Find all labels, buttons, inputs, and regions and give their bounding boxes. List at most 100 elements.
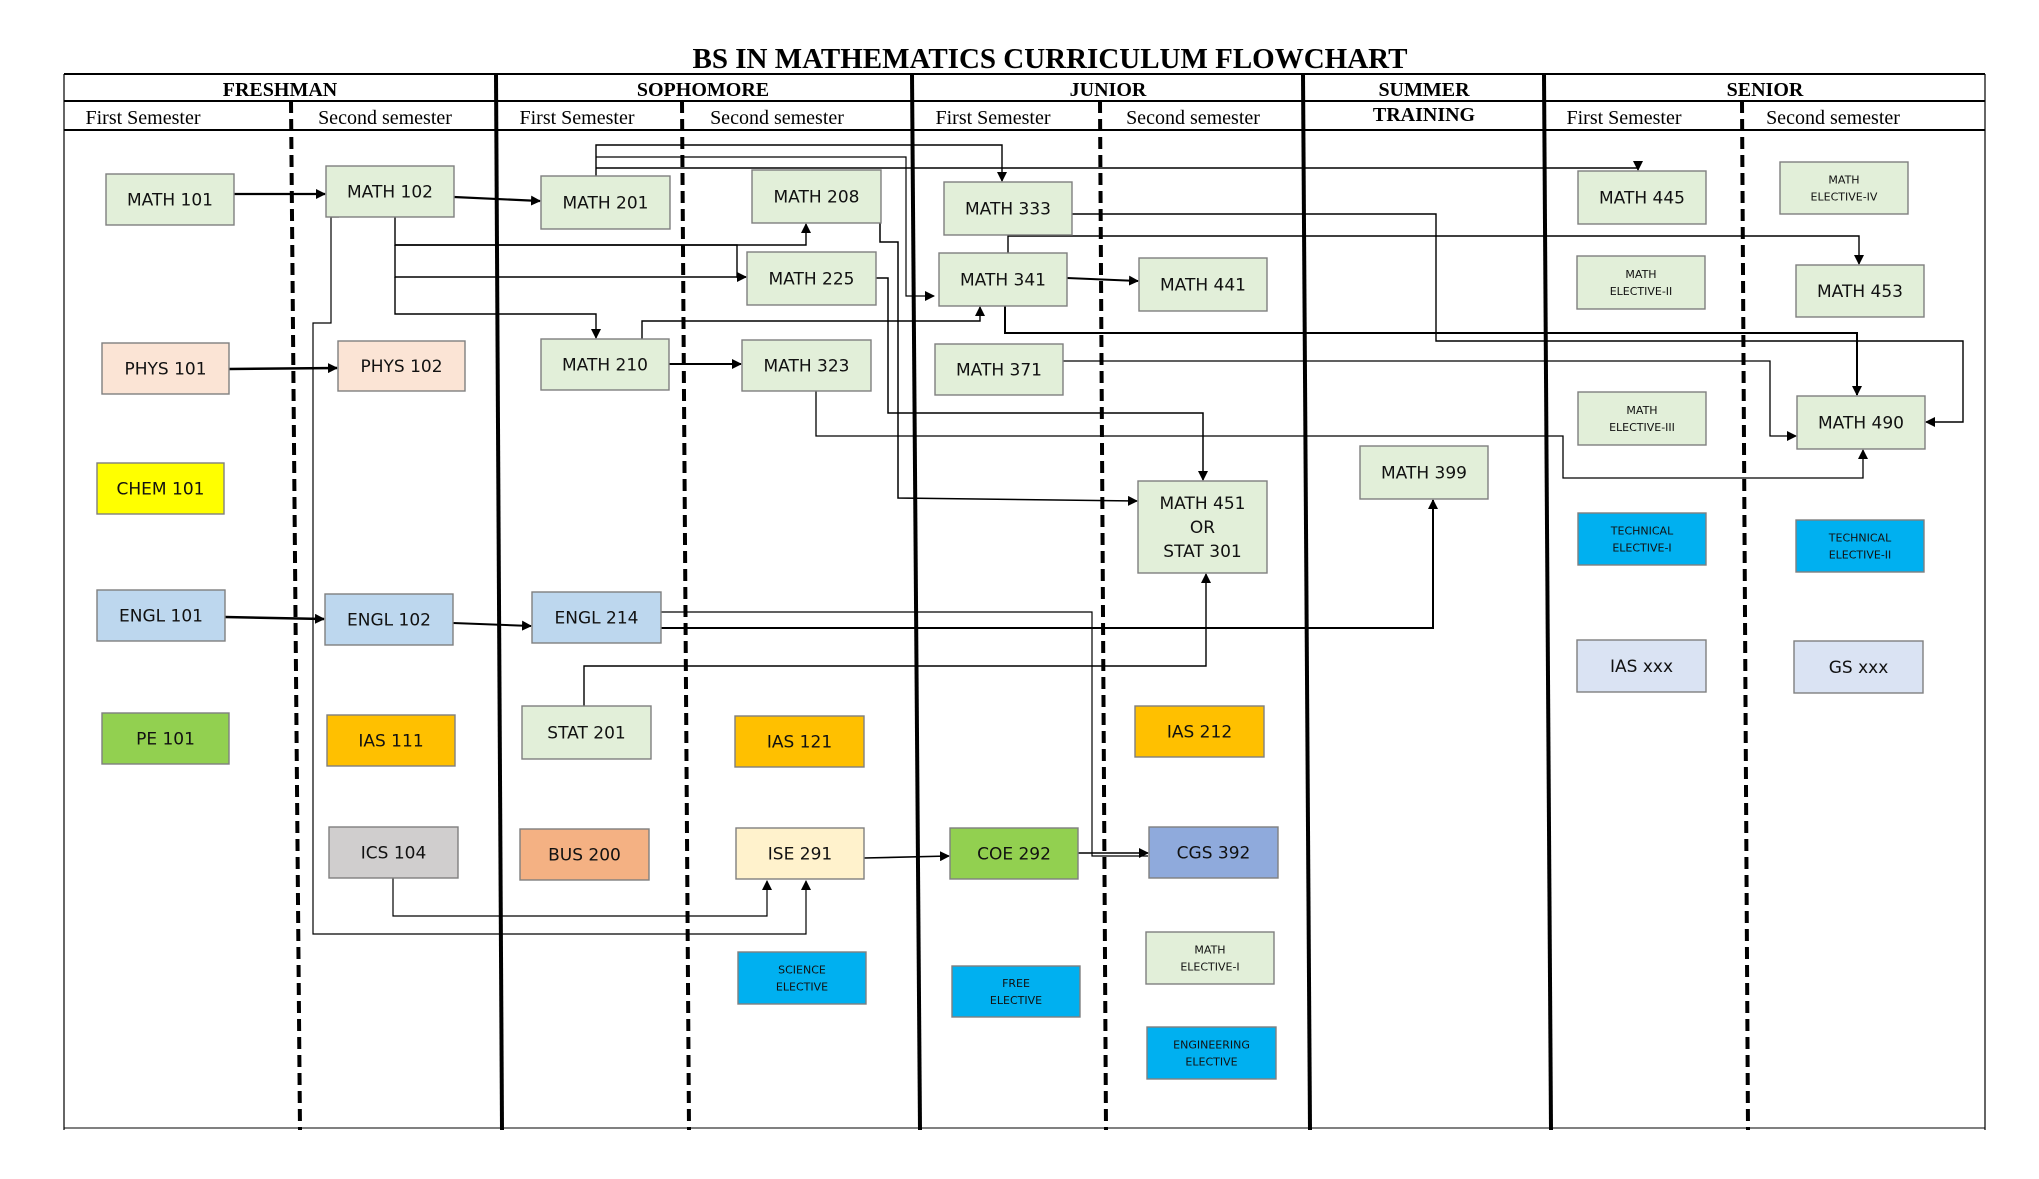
course-label: MATH 208 [774,188,860,208]
prerequisite-arrow [395,223,811,246]
course-engl102[interactable]: ENGL 102 [324,593,454,646]
course-box [1577,512,1707,566]
semester-headers: First Semester Second semester First Sem… [86,107,1901,129]
course-label: STAT 201 [547,724,625,744]
course-phys102[interactable]: PHYS 102 [337,340,466,392]
course-label: CHEM 101 [117,480,205,500]
course-ias121[interactable]: IAS 121 [734,715,865,768]
course-box [1146,1026,1277,1080]
course-gsxxx[interactable]: GS xxx [1793,640,1924,694]
course-box [326,714,456,767]
course-label: BUS 200 [548,846,621,866]
year-junior: JUNIOR [1070,79,1147,101]
course-label: GS xxx [1829,658,1889,678]
course-label: MATH 102 [347,183,433,203]
course-ias212[interactable]: IAS 212 [1134,705,1265,758]
course-math371[interactable]: MATH 371 [934,343,1064,396]
course-ias111[interactable]: IAS 111 [326,714,456,767]
course-cgs392[interactable]: CGS 392 [1148,826,1279,879]
course-box [734,715,865,768]
course-box [1779,161,1909,215]
course-math101[interactable]: MATH 101 [105,173,235,226]
course-label: ELECTIVE-I [1612,541,1671,554]
course-label: MATH 333 [965,200,1051,220]
course-box [325,165,455,218]
frame [63,73,1986,1131]
course-math201[interactable]: MATH 201 [540,175,671,230]
course-engl214[interactable]: ENGL 214 [531,591,662,644]
course-math441[interactable]: MATH 441 [1138,257,1268,312]
course-box [521,705,652,760]
course-math445[interactable]: MATH 445 [1577,170,1707,225]
course-engl101[interactable]: ENGL 101 [96,589,226,642]
course-math210[interactable]: MATH 210 [540,338,670,391]
course-stat201[interactable]: STAT 201 [521,705,652,760]
course-ics104[interactable]: ICS 104 [328,826,459,879]
course-box [737,951,867,1005]
year-freshman: FRESHMAN [223,79,338,101]
course-math341[interactable]: MATH 341 [938,252,1068,307]
course-label: COE 292 [977,845,1051,865]
course-label: ELECTIVE [776,980,828,993]
prerequisite-arrow [1063,360,1797,441]
course-box [1138,257,1268,312]
course-ise291[interactable]: ISE 291 [735,827,865,880]
year-sophomore: SOPHOMORE [637,79,769,101]
course-label: MATH [1625,268,1656,281]
course-box [1577,170,1707,225]
course-box [337,340,466,392]
course-math102[interactable]: MATH 102 [325,165,455,218]
prerequisite-arrow [596,161,1643,171]
course-bus200[interactable]: BUS 200 [519,828,650,881]
prerequisite-arrow [596,156,935,301]
course-math225[interactable]: MATH 225 [746,251,877,306]
course-coe292[interactable]: COE 292 [949,827,1079,880]
course-chem101[interactable]: CHEM 101 [96,462,225,515]
course-pe101[interactable]: PE 101 [101,712,230,765]
course-iasxxx[interactable]: IAS xxx [1576,639,1707,693]
course-math208[interactable]: MATH 208 [751,169,882,224]
course-label: ISE 291 [768,845,832,865]
prerequisite-arrow [1066,275,1139,286]
course-phys101[interactable]: PHYS 101 [101,342,230,395]
course-box [1148,826,1279,879]
course-box [96,589,226,642]
course-label: ENGL 214 [555,609,639,629]
course-math399[interactable]: MATH 399 [1359,445,1489,500]
course-math490[interactable]: MATH 490 [1796,395,1926,450]
semester-fr2: Second semester [318,107,452,129]
prerequisite-connectors [224,144,1964,935]
course-label: MATH 451 [1160,494,1246,514]
prerequisite-arrow [815,391,1868,479]
course-math333[interactable]: MATH 333 [943,181,1073,236]
course-box [943,181,1073,236]
course-box [1576,255,1706,310]
prerequisite-arrow [392,878,772,917]
course-box [105,173,235,226]
course-box [101,712,230,765]
course-math323[interactable]: MATH 323 [741,339,872,392]
prerequisite-arrow [661,499,1438,629]
prerequisite-arrow [661,611,1148,857]
course-label: ENGL 102 [347,611,431,631]
course-box [96,462,225,515]
course-box [735,827,865,880]
course-math453[interactable]: MATH 453 [1795,264,1925,318]
course-box [1796,395,1926,450]
prerequisite-arrow [1072,213,1964,427]
prerequisite-arrow [595,144,1007,182]
course-label: MATH 101 [127,191,213,211]
